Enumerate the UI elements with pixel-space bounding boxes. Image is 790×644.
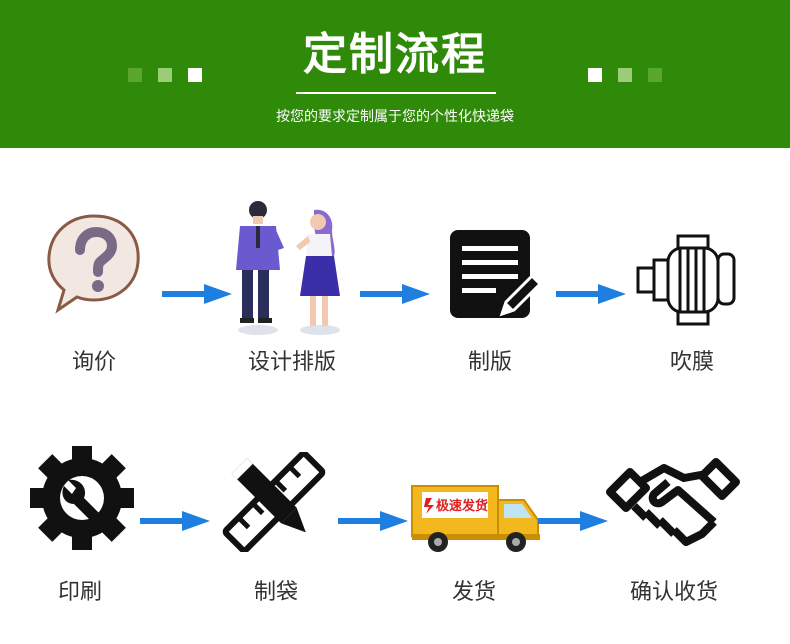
step-label-print: 印刷 — [57, 580, 102, 605]
document-pen-icon — [450, 230, 542, 318]
question-bubble-icon — [47, 214, 140, 314]
step-label-receive: 确认收货 — [629, 580, 718, 605]
step-label-film: 吹膜 — [669, 350, 714, 375]
designers-illustration-icon — [236, 201, 340, 335]
flow-arrow — [338, 511, 408, 531]
header-banner: 定制流程 按您的要求定制属于您的个性化快递袋 — [0, 0, 790, 148]
step-label-plate: 制版 — [467, 350, 512, 375]
decor-square — [618, 68, 632, 82]
handshake-icon — [606, 458, 740, 546]
delivery-truck-icon: 极速发货 — [411, 485, 540, 552]
flow-arrow — [140, 511, 210, 531]
decor-square — [648, 68, 662, 82]
flow-arrow — [538, 511, 608, 531]
flow-arrow — [556, 284, 626, 304]
step-label-ship: 发货 — [451, 580, 496, 605]
page-subtitle: 按您的要求定制属于您的个性化快递袋 — [276, 109, 514, 125]
decor-square — [128, 68, 142, 82]
flow-arrow — [360, 284, 430, 304]
step-label-bagmaking: 制袋 — [253, 580, 298, 605]
page-title: 定制流程 — [303, 29, 487, 80]
gear-wrench-icon — [30, 446, 134, 550]
step-label-design: 设计排版 — [247, 350, 336, 375]
title-underline — [296, 92, 496, 94]
flow-arrow — [162, 284, 232, 304]
truck-badge: 极速发货 — [436, 498, 488, 514]
decor-square — [158, 68, 172, 82]
step-label-inquiry: 询价 — [71, 350, 116, 375]
pencil-ruler-icon — [222, 452, 326, 552]
decor-square — [188, 68, 202, 82]
decor-square — [588, 68, 602, 82]
blown-film-machine-icon — [636, 234, 736, 326]
